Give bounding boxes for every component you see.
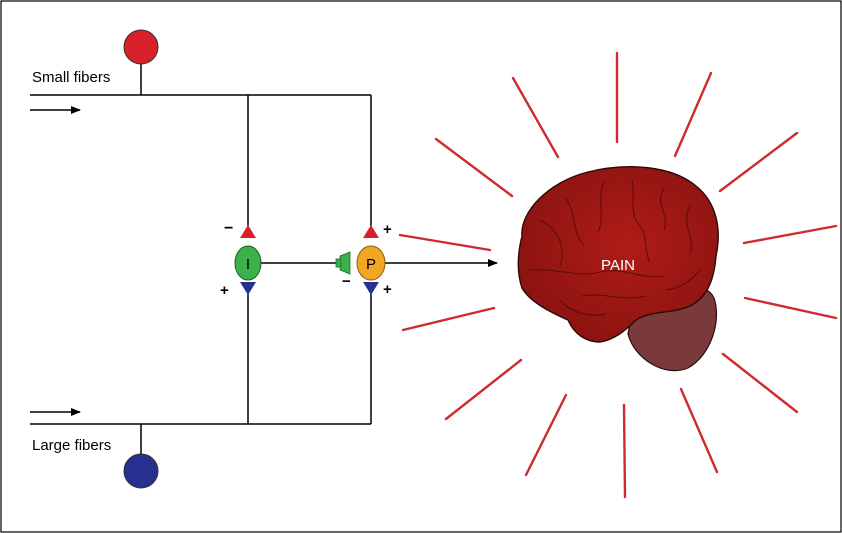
pain-ray: [398, 233, 492, 252]
small-fiber-cell-body: [123, 29, 159, 65]
projection-neuron-p: [356, 245, 386, 281]
large-fiber-cell-body: [123, 453, 159, 489]
pain-ray: [434, 137, 514, 198]
brain-illustration: PAIN: [517, 166, 719, 372]
inhibitory-synapse-base: [335, 258, 342, 268]
p-left-sign: −: [342, 273, 351, 290]
pain-ray: [742, 224, 838, 245]
pain-label: PAIN: [601, 257, 635, 274]
projection-neuron-label: P: [366, 256, 376, 273]
pain-ray: [524, 393, 568, 477]
pain-ray: [511, 76, 560, 159]
p-synapse-top: [363, 225, 379, 238]
pain-ray: [718, 131, 799, 193]
i-excitatory-synapse-top: [240, 225, 256, 238]
pain-ray: [622, 403, 627, 499]
pain-ray: [401, 306, 496, 332]
brain-sulci: [529, 179, 701, 316]
large-fibers-label: Large fibers: [32, 437, 111, 454]
pain-ray: [673, 71, 713, 158]
pain-rays: [398, 51, 838, 499]
small-fibers-label: Small fibers: [32, 69, 110, 86]
pain-ray: [743, 296, 838, 320]
pain-ray: [679, 387, 719, 474]
pain-ray: [721, 352, 799, 414]
p-synapse-bottom: [363, 282, 379, 295]
brain-cerebrum: [517, 166, 719, 343]
i-bottom-sign: +: [220, 282, 229, 299]
pain-ray: [444, 358, 523, 421]
i-synapse-bottom: [240, 282, 256, 295]
circuit-lines: [30, 64, 372, 455]
inhibitory-synapse-icon: [339, 251, 351, 275]
interneuron-i: [234, 245, 262, 281]
interneuron-label: I: [246, 256, 250, 273]
p-bottom-sign: +: [383, 281, 392, 298]
i-top-sign: −: [224, 220, 233, 237]
p-top-sign: +: [383, 221, 392, 238]
